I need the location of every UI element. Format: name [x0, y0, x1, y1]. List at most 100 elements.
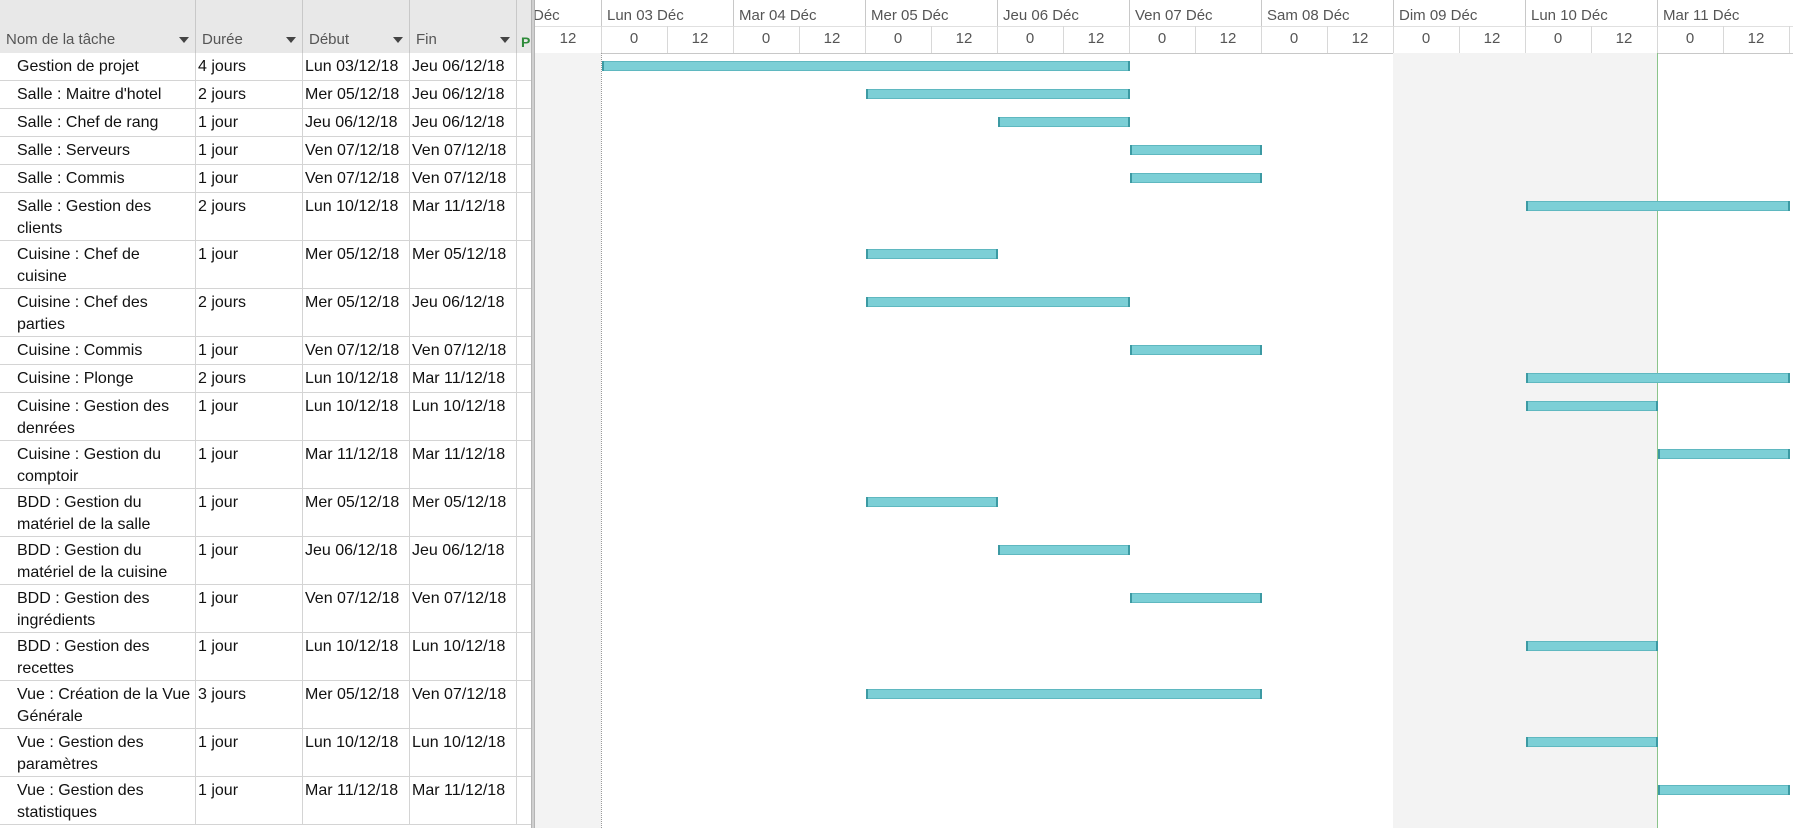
gantt-task-bar[interactable] — [602, 61, 1130, 71]
gantt-task-bar[interactable] — [1658, 785, 1790, 795]
cell-start[interactable]: Ven 07/12/18 — [303, 585, 410, 632]
cell-duration[interactable]: 1 jour — [196, 337, 303, 364]
cell-name[interactable]: BDD : Gestion du matériel de la salle — [0, 489, 196, 536]
cell-duration[interactable]: 2 jours — [196, 193, 303, 240]
cell-start[interactable]: Ven 07/12/18 — [303, 337, 410, 364]
cell-end[interactable]: Jeu 06/12/18 — [410, 289, 517, 336]
gantt-task-bar[interactable] — [1526, 641, 1658, 651]
cell-name[interactable]: Cuisine : Gestion des denrées — [0, 393, 196, 440]
cell-duration[interactable]: 1 jour — [196, 441, 303, 488]
cell-duration[interactable]: 1 jour — [196, 537, 303, 584]
gantt-task-bar[interactable] — [866, 249, 998, 259]
gantt-task-bar[interactable] — [1130, 345, 1262, 355]
cell-end[interactable]: Jeu 06/12/18 — [410, 81, 517, 108]
cell-duration[interactable]: 2 jours — [196, 81, 303, 108]
cell-name[interactable]: BDD : Gestion du matériel de la cuisine — [0, 537, 196, 584]
cell-name[interactable]: Salle : Gestion des clients — [0, 193, 196, 240]
cell-name[interactable]: Vue : Création de la Vue Générale — [0, 681, 196, 728]
cell-name[interactable]: BDD : Gestion des ingrédients — [0, 585, 196, 632]
cell-name[interactable]: Cuisine : Chef de cuisine — [0, 241, 196, 288]
cell-name[interactable]: BDD : Gestion des recettes — [0, 633, 196, 680]
cell-name[interactable]: Cuisine : Gestion du comptoir — [0, 441, 196, 488]
cell-name[interactable]: Cuisine : Chef des parties — [0, 289, 196, 336]
cell-duration[interactable]: 1 jour — [196, 633, 303, 680]
cell-name[interactable]: Cuisine : Commis — [0, 337, 196, 364]
cell-duration[interactable]: 1 jour — [196, 393, 303, 440]
cell-end[interactable]: Ven 07/12/18 — [410, 337, 517, 364]
cell-end[interactable]: Lun 10/12/18 — [410, 633, 517, 680]
cell-end[interactable]: Mer 05/12/18 — [410, 489, 517, 536]
gantt-task-bar[interactable] — [1526, 401, 1658, 411]
cell-start[interactable]: Mer 05/12/18 — [303, 81, 410, 108]
cell-start[interactable]: Lun 03/12/18 — [303, 53, 410, 80]
cell-start[interactable]: Mar 11/12/18 — [303, 441, 410, 488]
cell-start[interactable]: Mer 05/12/18 — [303, 681, 410, 728]
cell-end[interactable]: Ven 07/12/18 — [410, 165, 517, 192]
column-header-task-name[interactable]: Nom de la tâche — [0, 0, 196, 53]
gantt-task-bar[interactable] — [866, 89, 1130, 99]
cell-end[interactable]: Mar 11/12/18 — [410, 365, 517, 392]
gantt-task-bar[interactable] — [1526, 373, 1790, 383]
cell-end[interactable]: Mar 11/12/18 — [410, 193, 517, 240]
cell-duration[interactable]: 2 jours — [196, 365, 303, 392]
gantt-task-bar[interactable] — [998, 117, 1130, 127]
gantt-task-bar[interactable] — [1130, 593, 1262, 603]
gantt-task-bar[interactable] — [1526, 201, 1790, 211]
column-header-duration[interactable]: Durée — [196, 0, 303, 53]
gantt-task-bar[interactable] — [866, 297, 1130, 307]
cell-duration[interactable]: 1 jour — [196, 165, 303, 192]
cell-duration[interactable]: 1 jour — [196, 777, 303, 824]
cell-start[interactable]: Mer 05/12/18 — [303, 241, 410, 288]
gantt-task-bar[interactable] — [866, 689, 1262, 699]
cell-start[interactable]: Ven 07/12/18 — [303, 137, 410, 164]
cell-end[interactable]: Lun 10/12/18 — [410, 729, 517, 776]
cell-duration[interactable]: 1 jour — [196, 585, 303, 632]
gantt-task-bar[interactable] — [1658, 449, 1790, 459]
cell-duration[interactable]: 1 jour — [196, 109, 303, 136]
cell-end[interactable]: Jeu 06/12/18 — [410, 109, 517, 136]
cell-start[interactable]: Ven 07/12/18 — [303, 165, 410, 192]
cell-duration[interactable]: 1 jour — [196, 489, 303, 536]
cell-start[interactable]: Mer 05/12/18 — [303, 289, 410, 336]
view-splitter[interactable] — [531, 0, 535, 828]
cell-duration[interactable]: 4 jours — [196, 53, 303, 80]
cell-start[interactable]: Lun 10/12/18 — [303, 193, 410, 240]
cell-duration[interactable]: 1 jour — [196, 241, 303, 288]
cell-start[interactable]: Lun 10/12/18 — [303, 633, 410, 680]
column-header-predecessors[interactable]: P — [517, 0, 534, 53]
cell-duration[interactable]: 3 jours — [196, 681, 303, 728]
column-header-end[interactable]: Fin — [410, 0, 517, 53]
cell-end[interactable]: Ven 07/12/18 — [410, 137, 517, 164]
cell-name[interactable]: Vue : Gestion des statistiques — [0, 777, 196, 824]
cell-start[interactable]: Jeu 06/12/18 — [303, 109, 410, 136]
cell-name[interactable]: Gestion de projet — [0, 53, 196, 80]
cell-end[interactable]: Jeu 06/12/18 — [410, 53, 517, 80]
cell-name[interactable]: Vue : Gestion des paramètres — [0, 729, 196, 776]
cell-name[interactable]: Cuisine : Plonge — [0, 365, 196, 392]
cell-start[interactable]: Mer 05/12/18 — [303, 489, 410, 536]
gantt-task-bar[interactable] — [1130, 145, 1262, 155]
cell-start[interactable]: Lun 10/12/18 — [303, 365, 410, 392]
dropdown-arrow-icon[interactable] — [286, 37, 296, 43]
cell-name[interactable]: Salle : Chef de rang — [0, 109, 196, 136]
dropdown-arrow-icon[interactable] — [179, 37, 189, 43]
cell-start[interactable]: Mar 11/12/18 — [303, 777, 410, 824]
dropdown-arrow-icon[interactable] — [500, 37, 510, 43]
cell-duration[interactable]: 1 jour — [196, 729, 303, 776]
cell-end[interactable]: Ven 07/12/18 — [410, 585, 517, 632]
cell-start[interactable]: Lun 10/12/18 — [303, 729, 410, 776]
